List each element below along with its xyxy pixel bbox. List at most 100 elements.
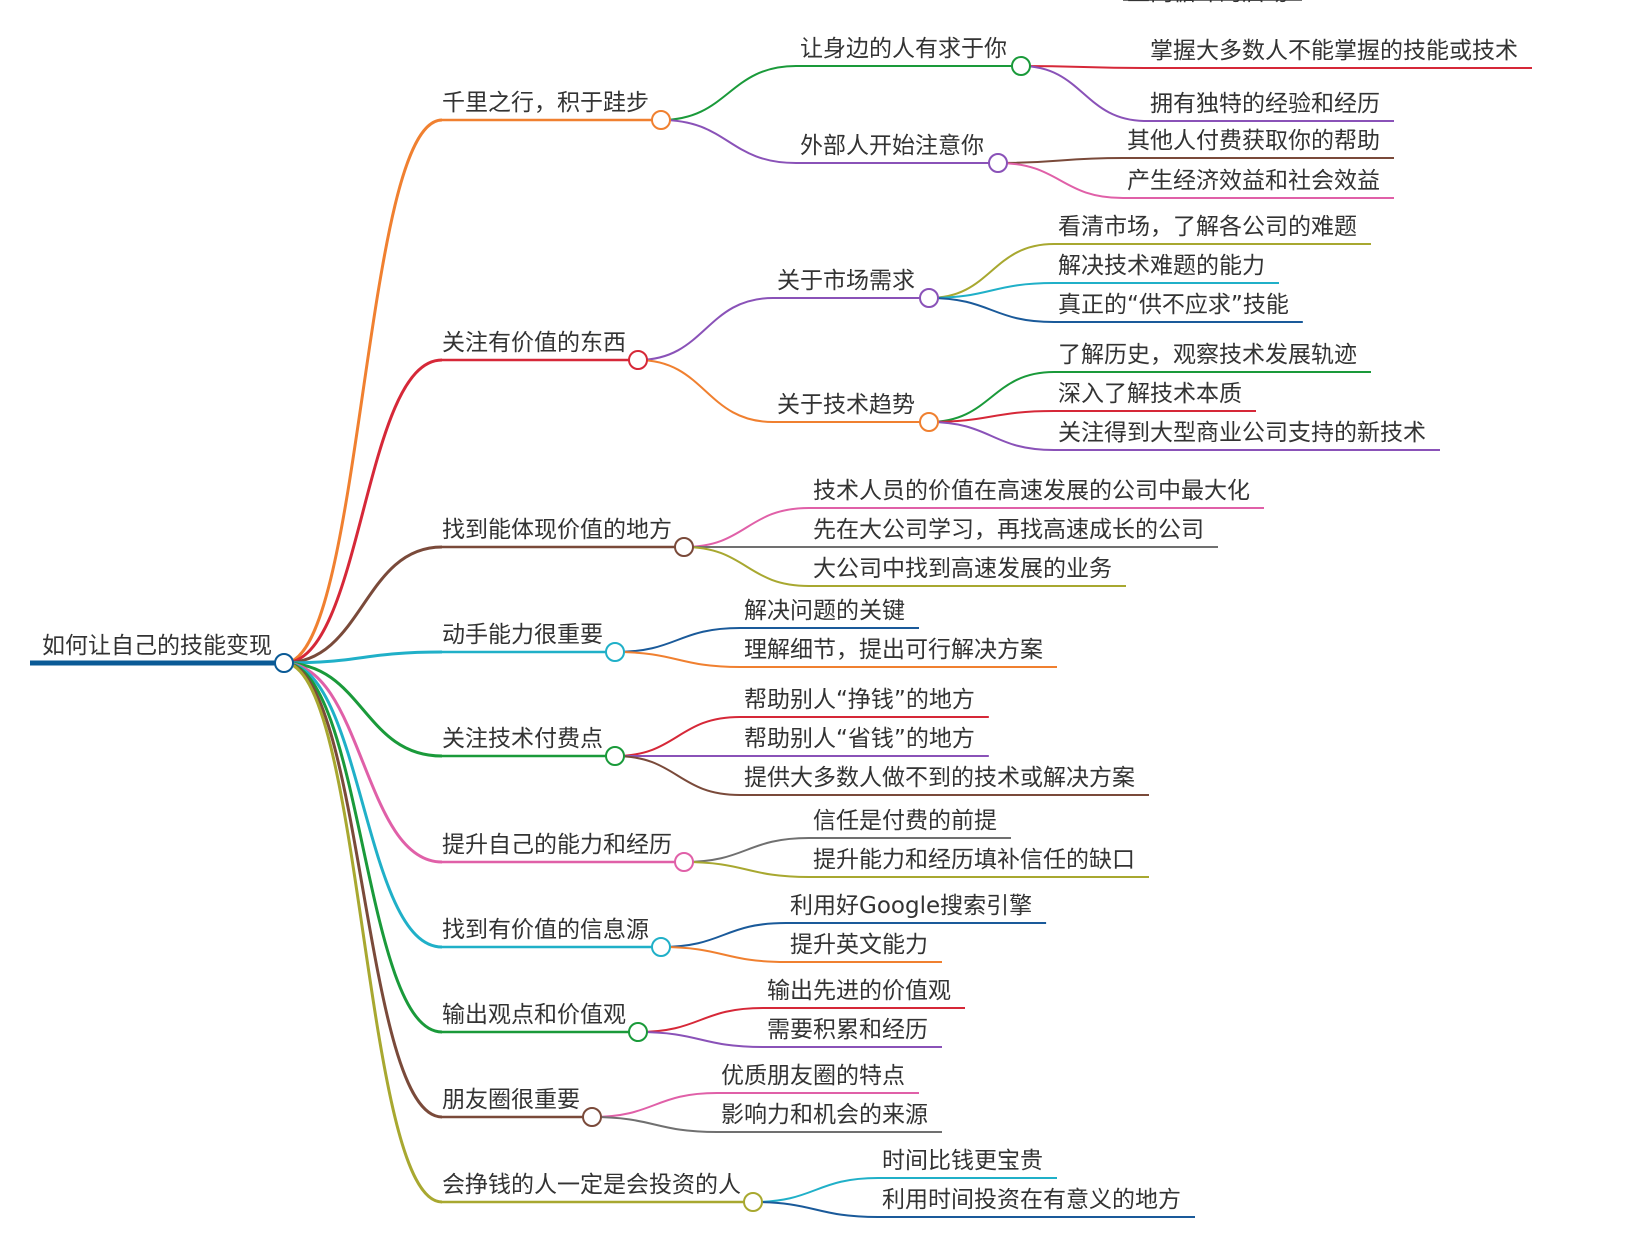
branch-9-to-leaf-1: [752, 1201, 879, 1218]
branch-6-to-leaf-1: [660, 946, 787, 963]
node-layer: 如何让自己的技能变现 千里之行，积于跬步 让身边的人有求于你 掌握大多数人不能掌握的技…: [42, 0, 1518, 1213]
leaf-topic-2-1: 先在大公司学习，再找高速成长的公司: [813, 517, 1204, 543]
branch-node-0[interactable]: [651, 110, 671, 130]
leaf-topic-7-0: 输出先进的价值观: [767, 978, 951, 1004]
branch-7-to-leaf-1: [637, 1031, 764, 1048]
branch-node-8[interactable]: [582, 1107, 602, 1127]
leaf-topic-1-0-2: 真正的“供不应求”技能: [1058, 292, 1289, 318]
branch-3-to-leaf-1: [614, 651, 741, 668]
root-to-branch-5: [283, 661, 443, 864]
sub-1-0-to-leaf-2: [928, 297, 1055, 323]
branch-node-6[interactable]: [651, 937, 671, 957]
branch-topic-3: 动手能力很重要: [442, 622, 603, 648]
leaf-topic-2-2: 大公司中找到高速发展的业务: [813, 556, 1112, 582]
sub-1-1-to-leaf-2: [928, 421, 1055, 451]
leaf-topic-0-1-0: 其他人付费获取你的帮助: [1127, 128, 1380, 154]
leaf-topic-0-0-0: 掌握大多数人不能掌握的技能或技术: [1150, 38, 1518, 64]
leaf-topic-1-1-1: 深入了解技术本质: [1058, 381, 1242, 407]
branch-2-to-leaf-2: [683, 546, 810, 587]
branch-5-to-leaf-1: [683, 861, 810, 878]
leaf-topic-9-1: 利用时间投资在有意义的地方: [882, 1187, 1181, 1213]
leaf-topic-9-0: 时间比钱更宝贵: [882, 1148, 1043, 1174]
branch-5-to-leaf-0: [683, 837, 810, 863]
branch-topic-0: 千里之行，积于跬步: [442, 90, 649, 116]
leaf-topic-1-1-0: 了解历史，观察技术发展轨迹: [1058, 342, 1357, 368]
sub-node-1-1[interactable]: [919, 412, 939, 432]
branch-node-4[interactable]: [605, 746, 625, 766]
root-node[interactable]: [274, 653, 294, 673]
leaf-topic-6-1: 提升英文能力: [790, 932, 928, 958]
sub-node-1-0[interactable]: [919, 288, 939, 308]
root-to-branch-7: [283, 661, 443, 1034]
branch-node-5[interactable]: [674, 852, 694, 872]
branch-8-to-leaf-0: [591, 1092, 718, 1118]
branch-7-to-leaf-0: [637, 1007, 764, 1033]
branch-1-to-sub-1: [637, 359, 774, 423]
root-to-branch-3: [283, 650, 443, 665]
root-to-branch-1: [283, 358, 443, 665]
subtopic-1-1: 关于技术趋势: [777, 392, 915, 418]
branch-node-3[interactable]: [605, 642, 625, 662]
branch-0-to-sub-1: [660, 119, 797, 164]
branch-1-to-sub-0: [637, 297, 774, 361]
branch-topic-9: 会挣钱的人一定是会投资的人: [442, 1172, 741, 1198]
leaf-topic-1-1-2: 关注得到大型商业公司支持的新技术: [1058, 420, 1426, 446]
branch-topic-1: 关注有价值的东西: [442, 330, 626, 356]
branch-node-1[interactable]: [628, 350, 648, 370]
branch-topic-7: 输出观点和价值观: [442, 1002, 626, 1028]
leaf-topic-4-2: 提供大多数人做不到的技术或解决方案: [744, 765, 1135, 791]
leaf-topic-0-1-1: 产生经济效益和社会效益: [1127, 168, 1380, 194]
branch-topic-5: 提升自己的能力和经历: [442, 832, 672, 858]
branch-8-to-leaf-1: [591, 1116, 718, 1133]
sub-1-0-to-leaf-1: [928, 282, 1055, 299]
sub-0-1-to-leaf-0: [997, 157, 1124, 164]
leaf-topic-3-1: 理解细节，提出可行解决方案: [744, 637, 1043, 663]
branch-4-to-leaf-2: [614, 755, 741, 796]
leaf-topic-4-1: 帮助别人“省钱”的地方: [744, 726, 975, 752]
root-to-branch-4: [283, 661, 443, 758]
leaf-topic-1-0-0: 看清市场，了解各公司的难题: [1058, 214, 1357, 240]
branch-2-to-leaf-0: [683, 507, 810, 548]
subtopic-0-0: 让身边的人有求于你: [800, 36, 1007, 62]
branch-topic-4: 关注技术付费点: [442, 726, 603, 752]
root-to-branch-9: [283, 661, 443, 1204]
root-to-branch-0: [283, 118, 443, 665]
sub-0-0-to-leaf-0: [1020, 65, 1147, 69]
leaf-topic-8-0: 优质朋友圈的特点: [721, 1063, 905, 1089]
sub-1-0-to-leaf-0: [928, 243, 1055, 299]
sub-1-1-to-leaf-0: [928, 371, 1055, 423]
leaf-topic-5-0: 信任是付费的前提: [813, 808, 997, 834]
branch-6-to-leaf-0: [660, 922, 787, 948]
subtopic-1-0: 关于市场需求: [777, 268, 915, 294]
leaf-topic-3-0: 解决问题的关键: [744, 598, 905, 624]
branch-4-to-leaf-0: [614, 716, 741, 757]
branch-topic-8: 朋友圈很重要: [442, 1087, 580, 1113]
leaf-topic-1-0-1: 解决技术难题的能力: [1058, 253, 1265, 279]
sub-node-0-0[interactable]: [1011, 56, 1031, 76]
branch-9-to-leaf-0: [752, 1177, 879, 1203]
branch-topic-6: 找到有价值的信息源: [442, 917, 649, 943]
sub-node-0-1[interactable]: [988, 153, 1008, 173]
leaf-topic-6-0: 利用好Google搜索引擎: [790, 893, 1032, 919]
root-topic: 如何让自己的技能变现: [42, 633, 272, 659]
branch-node-9[interactable]: [743, 1192, 763, 1212]
subtopic-0-1: 外部人开始注意你: [800, 133, 984, 159]
leaf-topic-4-0: 帮助别人“挣钱”的地方: [744, 687, 975, 713]
branch-topic-2: 找到能体现价值的地方: [442, 517, 672, 543]
branch-0-to-sub-0: [660, 65, 797, 121]
leaf-topic-0-1-2: 正向循环的启动: [1127, 0, 1288, 6]
leaf-topic-0-0-1: 拥有独特的经验和经历: [1150, 91, 1380, 117]
root-to-branch-2: [283, 545, 443, 665]
branch-node-2[interactable]: [674, 537, 694, 557]
leaf-topic-2-0: 技术人员的价值在高速发展的公司中最大化: [813, 478, 1250, 504]
sub-0-1-to-leaf-1: [997, 162, 1124, 199]
sub-1-1-to-leaf-1: [928, 410, 1055, 423]
branch-node-7[interactable]: [628, 1022, 648, 1042]
branch-3-to-leaf-0: [614, 627, 741, 653]
root-to-branch-8: [283, 661, 443, 1119]
root-to-branch-6: [283, 661, 443, 949]
leaf-topic-7-1: 需要积累和经历: [767, 1017, 928, 1043]
leaf-topic-5-1: 提升能力和经历填补信任的缺口: [813, 847, 1135, 873]
leaf-topic-8-1: 影响力和机会的来源: [721, 1102, 928, 1128]
